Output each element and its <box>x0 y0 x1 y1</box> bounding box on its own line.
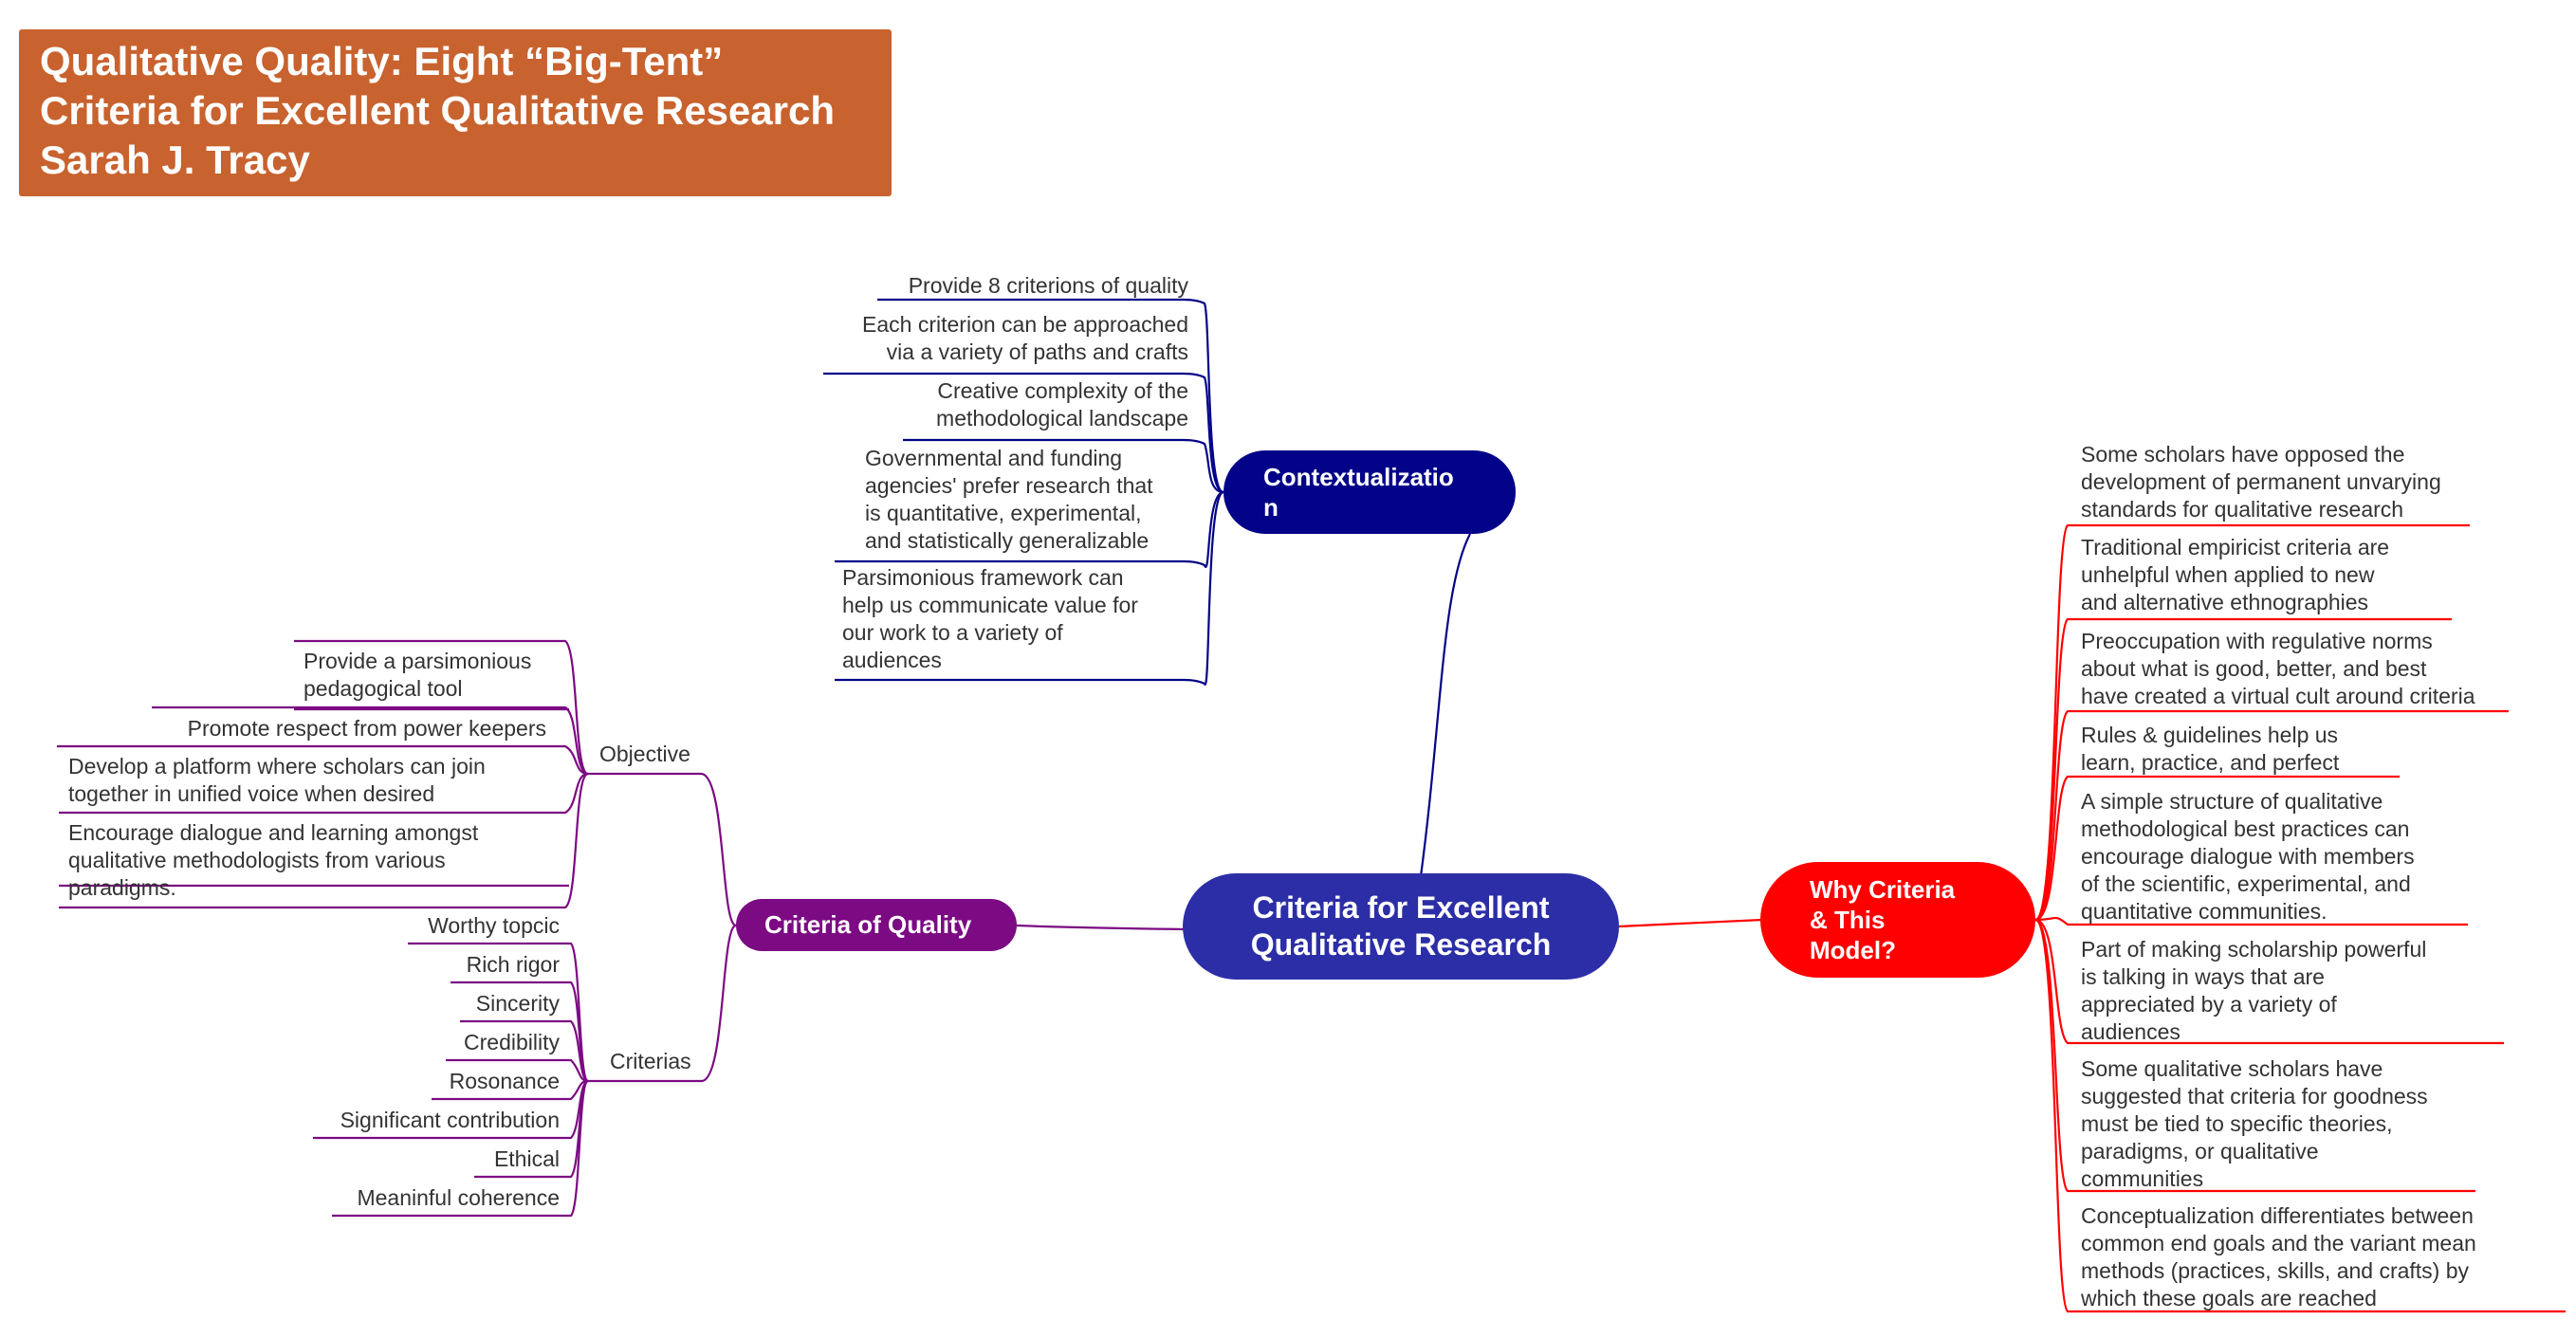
why-criteria-node[interactable]: Why Criteria & This Model? <box>1760 862 2035 978</box>
objective-item[interactable]: Provide a parsimonious pedagogical tool <box>304 649 532 701</box>
criteria-item-underline <box>460 1019 589 1083</box>
criterias-label[interactable]: Criterias <box>610 1049 691 1073</box>
objective-item-underline <box>294 639 589 776</box>
contextualization-item[interactable]: Parsimonious framework can help us commu… <box>842 565 1138 672</box>
criteria-item[interactable]: Meaninful coherence <box>357 1185 560 1210</box>
criteria-item[interactable]: Credibility <box>464 1030 560 1054</box>
connector-central-why <box>1618 918 1763 928</box>
contextualization-underline <box>835 490 1224 568</box>
criteria-item-underline <box>332 1079 590 1218</box>
why-item-underline <box>2033 918 2566 1313</box>
objective-item[interactable]: Develop a platform where scholars can jo… <box>68 754 486 806</box>
central-topic[interactable]: Criteria for Excellent Qualitative Resea… <box>1183 873 1619 980</box>
objective-item-underline <box>152 706 589 776</box>
objective-item[interactable]: Encourage dialogue and learning amongst … <box>68 820 479 900</box>
connector-central-contextualization <box>1419 533 1471 877</box>
central-topic-label: Criteria for Excellent Qualitative Resea… <box>1250 890 1552 962</box>
why-item-underline <box>2033 523 2470 922</box>
criteria-item[interactable]: Significant contribution <box>340 1108 560 1132</box>
criteria-item[interactable]: Sincerity <box>475 991 560 1016</box>
why-item[interactable]: Part of making scholarship powerful is t… <box>2081 937 2427 1044</box>
why-item-underline <box>2034 918 2475 1193</box>
why-criteria-label: Why Criteria & This Model? <box>1810 875 1956 964</box>
criteria-item[interactable]: Rosonance <box>449 1069 560 1093</box>
connector-criterias <box>701 924 737 1083</box>
title-line-2: Criteria for Excellent Qualitative Resea… <box>40 88 836 133</box>
title-line-1: Qualitative Quality: Eight “Big-Tent” <box>40 39 724 83</box>
objective-item-underline <box>59 772 589 909</box>
criteria-item[interactable]: Rich rigor <box>466 952 560 977</box>
why-item[interactable]: Rules & guidelines help us learn, practi… <box>2081 723 2340 775</box>
why-item-underline <box>2034 709 2509 922</box>
why-item-underline <box>2034 916 2468 926</box>
criteria-of-quality-node[interactable]: Criteria of Quality <box>736 899 1017 951</box>
why-item[interactable]: Traditional empiricist criteria are unhe… <box>2081 535 2390 614</box>
criteria-of-quality-label: Criteria of Quality <box>764 910 972 939</box>
objective-item-underline <box>57 744 589 776</box>
why-item-underline <box>2034 918 2504 1045</box>
contextualization-underline <box>877 298 1224 494</box>
why-item[interactable]: Preoccupation with regulative norms abou… <box>2081 629 2475 708</box>
connector-objective <box>701 772 737 927</box>
why-item[interactable]: Conceptualization differentiates between… <box>2081 1203 2476 1311</box>
why-item-underline <box>2034 617 2452 922</box>
contextualization-item[interactable]: Governmental and funding agencies' prefe… <box>865 446 1153 553</box>
contextualization-underline <box>823 372 1224 494</box>
contextualization-item[interactable]: Creative complexity of the methodologica… <box>936 378 1188 431</box>
contextualization-item[interactable]: Provide 8 criterions of quality <box>908 273 1188 298</box>
connector-central-criteria <box>1016 924 1187 931</box>
objective-item[interactable]: Promote respect from power keepers <box>187 716 546 741</box>
objective-item-underline <box>59 772 589 815</box>
title-line-3: Sarah J. Tracy <box>40 137 310 182</box>
why-item[interactable]: A simple structure of qualitative method… <box>2081 789 2415 924</box>
contextualization-underline <box>903 438 1224 494</box>
contextualization-label: Contextualizatio n <box>1263 463 1454 522</box>
why-item[interactable]: Some scholars have opposed the developme… <box>2081 442 2441 522</box>
criteria-item[interactable]: Ethical <box>493 1146 560 1171</box>
contextualization-item[interactable]: Each criterion can be approached via a v… <box>862 312 1188 364</box>
contextualization-underline <box>835 490 1225 686</box>
why-item-underline <box>2034 775 2400 922</box>
criteria-item[interactable]: Worthy topcic <box>428 913 560 938</box>
why-item[interactable]: Some qualitative scholars have suggested… <box>2081 1056 2428 1191</box>
map-title: Qualitative Quality: Eight “Big-Tent” Cr… <box>19 29 892 196</box>
contextualization-node[interactable]: Contextualizatio n <box>1224 450 1516 534</box>
objective-label[interactable]: Objective <box>599 742 690 766</box>
